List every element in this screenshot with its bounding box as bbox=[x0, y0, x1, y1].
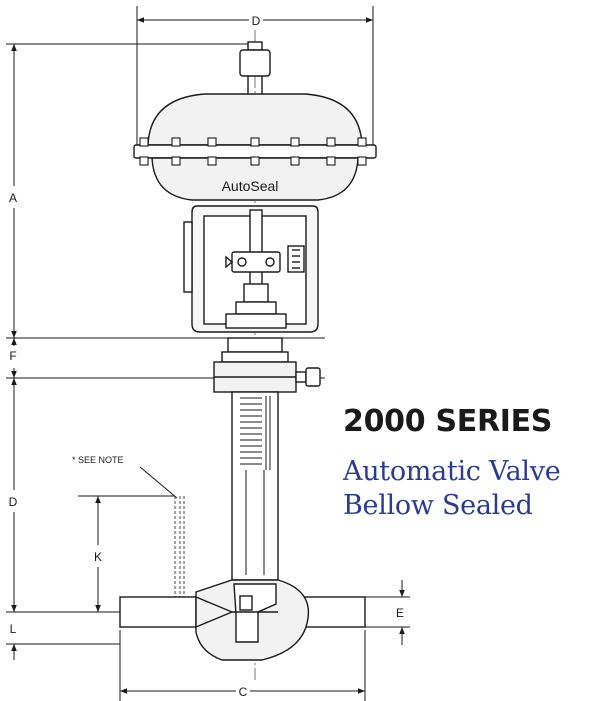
actuator bbox=[133, 41, 377, 201]
yoke bbox=[183, 205, 319, 333]
dim-D-side-label: D bbox=[9, 495, 18, 509]
dim-top-D-label: D bbox=[252, 14, 261, 28]
series-title: 2000 SERIES bbox=[343, 404, 553, 439]
dim-E-label: E bbox=[396, 606, 404, 620]
dim-F-label: F bbox=[9, 349, 16, 363]
brand-label: AutoSeal bbox=[222, 178, 279, 194]
dim-A-label: A bbox=[9, 191, 17, 205]
flange-bolts bbox=[139, 137, 367, 166]
note-tube bbox=[174, 496, 185, 600]
subtitle-line-2: Bellow Sealed bbox=[343, 490, 533, 521]
see-note-label: * SEE NOTE bbox=[72, 455, 124, 465]
bonnet bbox=[213, 337, 321, 581]
dim-K-label: K bbox=[94, 550, 102, 564]
dim-C-label: C bbox=[239, 685, 248, 699]
subtitle-line-1: Automatic Valve bbox=[343, 456, 561, 487]
bellows bbox=[240, 396, 271, 575]
valve-body bbox=[119, 579, 366, 661]
dim-L-label: L bbox=[10, 622, 17, 636]
